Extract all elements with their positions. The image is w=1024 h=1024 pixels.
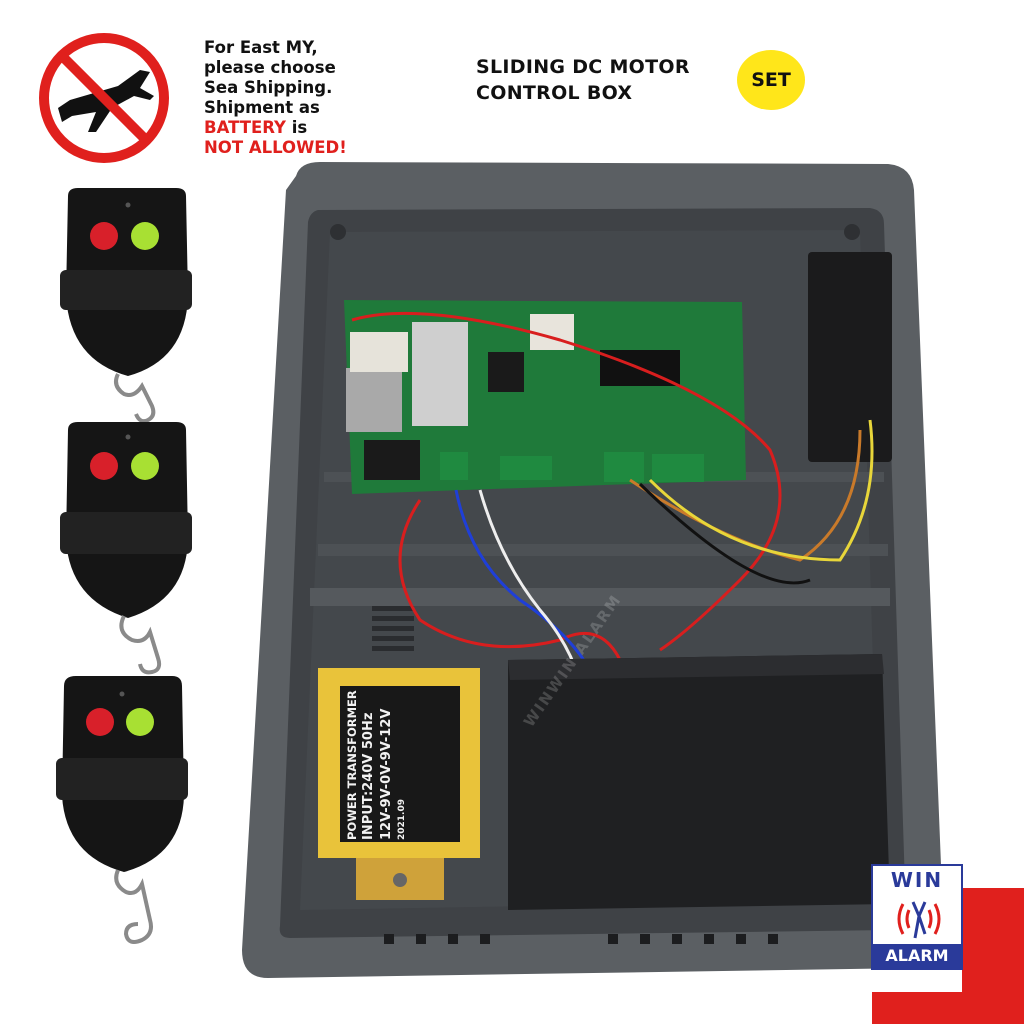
- logo-bottom-text: ALARM: [873, 944, 961, 968]
- product-title-line: CONTROL BOX: [476, 82, 633, 104]
- backup-battery: [808, 252, 892, 462]
- transformer-line: INPUT:240V 50Hz: [361, 712, 376, 840]
- transformer-line: 12V-9V-0V-9V-12V: [379, 708, 394, 840]
- transformer-line: POWER TRANSFORMER: [345, 690, 359, 840]
- transformer-line: 2021.09: [397, 799, 407, 840]
- product-title: SLIDING DC MOTOR CONTROL BOX: [476, 54, 690, 106]
- notice-line: For East MY,: [204, 38, 318, 57]
- notice-battery: BATTERY: [204, 118, 286, 137]
- main-battery: [508, 654, 890, 910]
- notice-line: Shipment as: [204, 98, 320, 117]
- transformer-label: POWER TRANSFORMER INPUT:240V 50Hz 12V-9V…: [344, 690, 408, 840]
- corner-frame: [872, 888, 1024, 1024]
- alarm-signal-icon: [897, 901, 941, 939]
- notice-not-allowed: NOT ALLOWED!: [204, 138, 347, 157]
- notice-is: is: [285, 118, 308, 137]
- remote-control-icon: [60, 188, 192, 424]
- shipping-notice: For East MY, please choose Sea Shipping.…: [204, 38, 374, 158]
- set-badge: SET: [737, 50, 805, 110]
- notice-line: please choose: [204, 58, 336, 77]
- remote-control-icon: [56, 676, 188, 944]
- logo-top-text: WIN: [890, 868, 944, 892]
- product-title-line: SLIDING DC MOTOR: [476, 56, 690, 78]
- no-airplane-icon: [39, 33, 169, 163]
- power-transformer: [318, 668, 480, 900]
- remote-control-icon: [60, 422, 192, 675]
- win-alarm-logo: WIN ALARM: [871, 864, 963, 970]
- notice-line: Sea Shipping.: [204, 78, 333, 97]
- notice-line: BATTERY is: [204, 118, 374, 138]
- control-pcb: [344, 300, 746, 494]
